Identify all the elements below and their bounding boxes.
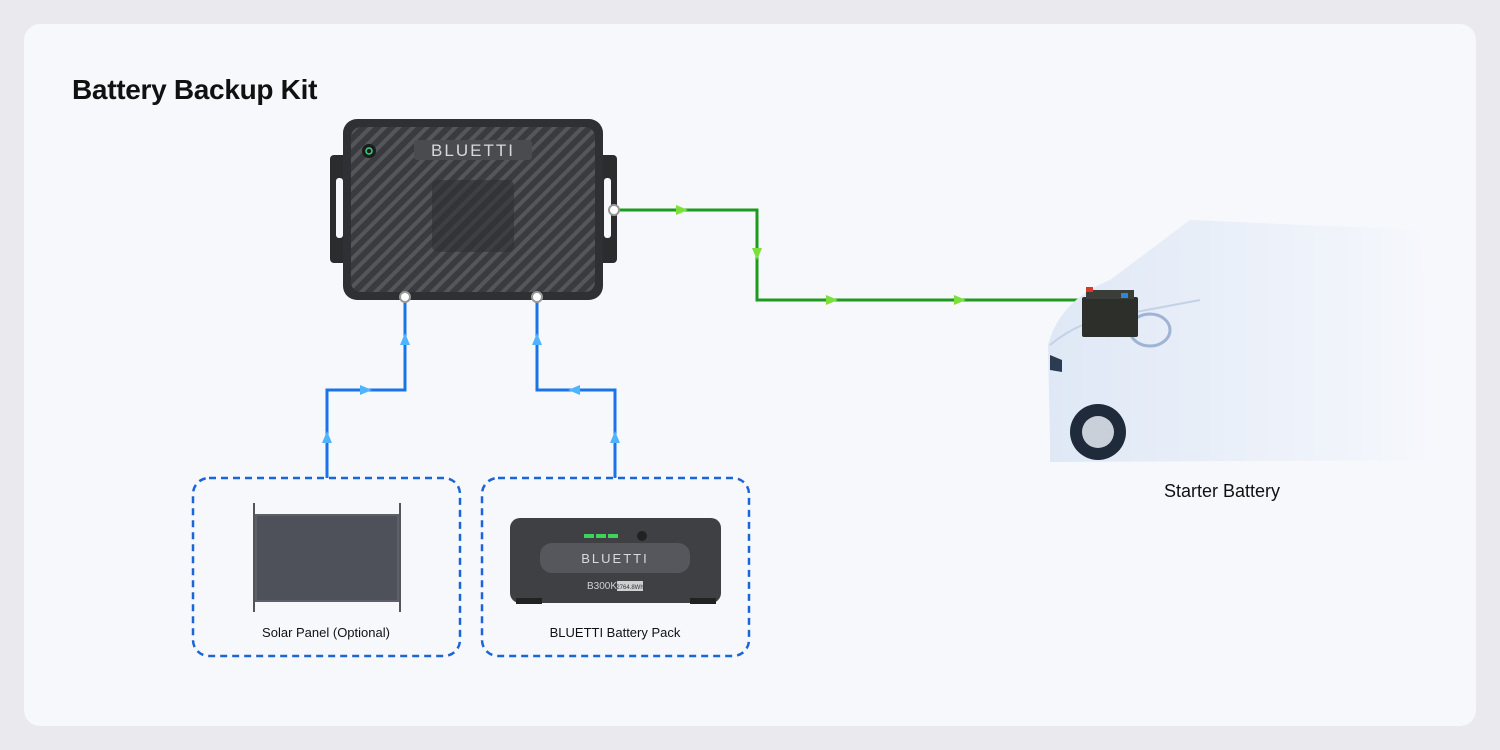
battery-pack-image: BLUETTI B300K 2764.8Wh: [510, 518, 721, 604]
output-flow-arrows: [676, 205, 966, 305]
battery-pack-capacity: 2764.8Wh: [616, 585, 643, 591]
starter-battery-label: Starter Battery: [1164, 481, 1280, 501]
page-title: Battery Backup Kit: [72, 74, 318, 105]
battery-input-port: [531, 291, 543, 303]
battery-pack-label: BLUETTI Battery Pack: [550, 625, 681, 640]
input-flow-arrows: [322, 333, 620, 443]
solar-panel-label: Solar Panel (Optional): [262, 625, 390, 640]
battery-pack-model: B300K: [587, 581, 617, 592]
output-port: [608, 204, 620, 216]
controller-brand-label: BLUETTI: [431, 141, 515, 160]
bluetti-controller: BLUETTI: [330, 119, 620, 303]
output-wire: [614, 208, 1085, 302]
solar-input-port: [399, 291, 411, 303]
starter-battery-image: [1082, 287, 1138, 337]
power-icon: [362, 144, 376, 158]
van-image: [1048, 220, 1440, 462]
battery-pack-brand: BLUETTI: [581, 551, 648, 566]
solar-panel-image: [253, 503, 401, 612]
